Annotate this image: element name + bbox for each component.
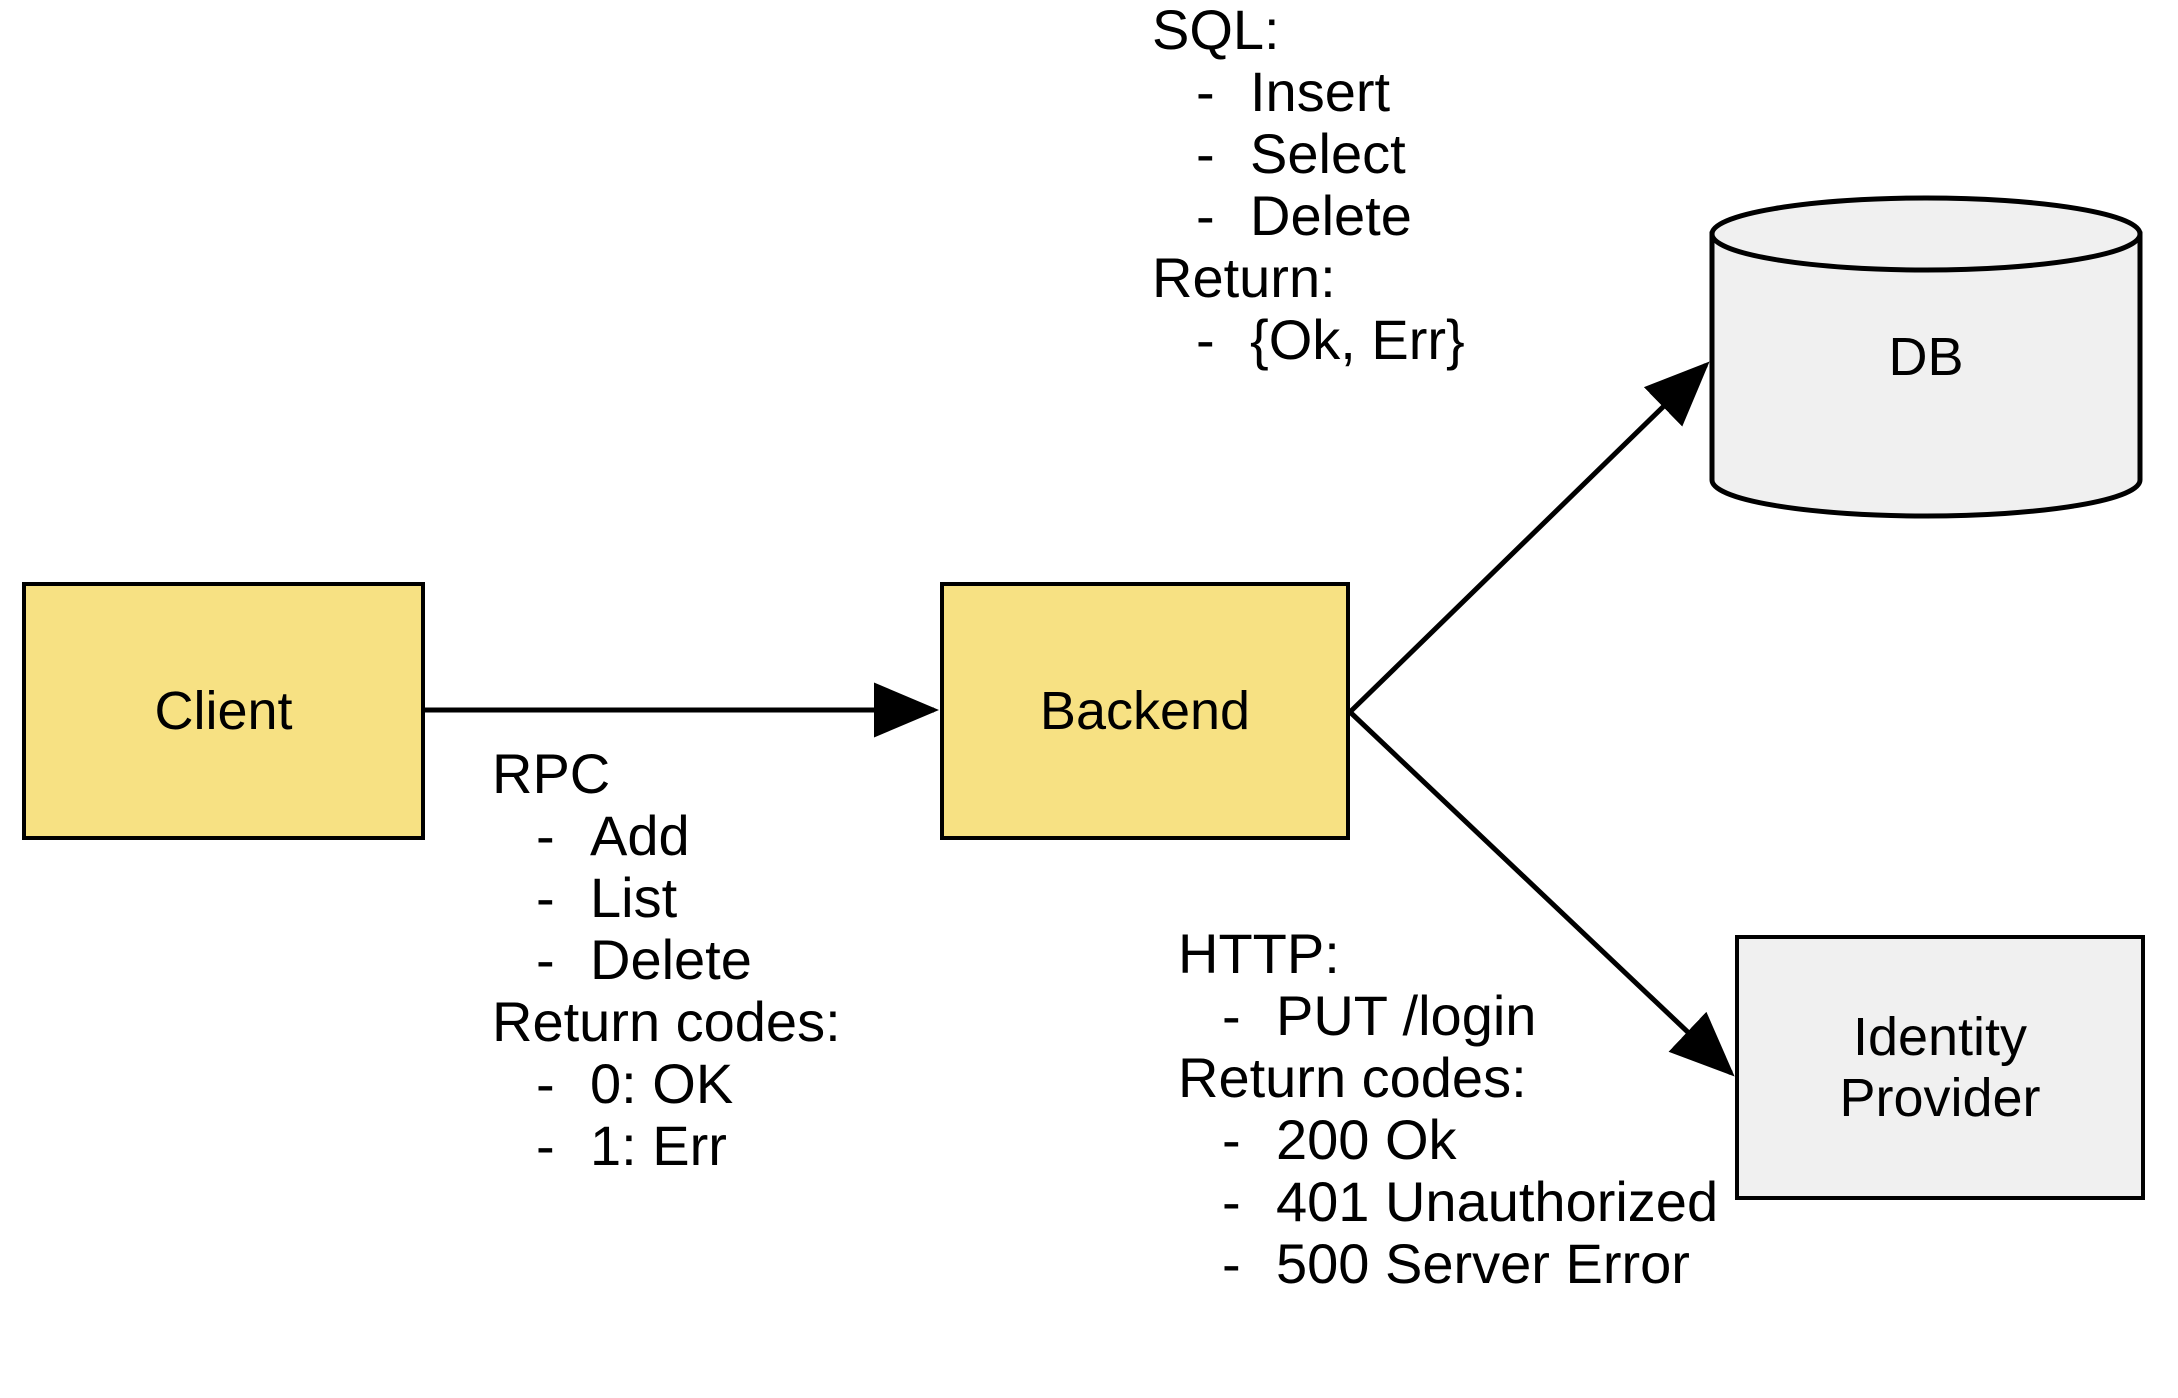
sql-annotation-header: SQL: [1152, 0, 1280, 61]
node-client[interactable]: Client [22, 582, 425, 840]
rpc-method-add: Add [590, 804, 690, 867]
rpc-method-row: -List [492, 870, 841, 926]
bullet-dash-icon: - [536, 928, 555, 991]
bullet-dash-icon: - [536, 1114, 555, 1177]
rpc-return-ok: 0: OK [590, 1052, 734, 1115]
sql-return-row: -{Ok, Err} [1152, 312, 1465, 368]
bullet-dash-icon: - [536, 866, 555, 929]
sql-method-insert: Insert [1250, 60, 1391, 123]
bullet-dash-icon: - [1196, 122, 1215, 185]
bullet-dash-icon: - [1196, 184, 1215, 247]
http-return-401: 401 Unauthorized [1276, 1170, 1719, 1233]
http-returns-header: Return codes: [1178, 1046, 1527, 1109]
arrow-backend-to-db [1348, 361, 1710, 714]
sql-method-row: -Delete [1152, 188, 1465, 244]
sql-return-ok-err: {Ok, Err} [1250, 308, 1465, 371]
node-db-label: DB [1888, 327, 1964, 387]
bullet-dash-icon: - [1196, 308, 1215, 371]
http-return-500: 500 Server Error [1276, 1232, 1690, 1295]
rpc-return-row: -0: OK [492, 1056, 841, 1112]
bullet-dash-icon: - [1222, 1170, 1241, 1233]
rpc-method-list: List [590, 866, 678, 929]
rpc-annotation-block: RPC -Add -List -Delete Return codes: -0:… [492, 746, 841, 1180]
database-cylinder-icon [1709, 195, 2143, 519]
rpc-method-row: -Delete [492, 932, 841, 988]
node-db[interactable]: DB [1706, 194, 2146, 520]
sql-returns-header: Return: [1152, 246, 1336, 309]
bullet-dash-icon: - [536, 804, 555, 867]
sql-method-row: -Insert [1152, 64, 1465, 120]
bullet-dash-icon: - [1222, 1108, 1241, 1171]
node-identity-provider-label: Identity Provider [1839, 1007, 2041, 1128]
rpc-return-row: -1: Err [492, 1118, 841, 1174]
node-backend[interactable]: Backend [940, 582, 1350, 840]
bullet-dash-icon: - [1196, 60, 1215, 123]
http-return-row: -500 Server Error [1178, 1236, 1718, 1292]
http-return-row: -401 Unauthorized [1178, 1174, 1718, 1230]
rpc-method-row: -Add [492, 808, 841, 864]
rpc-method-delete: Delete [590, 928, 752, 991]
bullet-dash-icon: - [536, 1052, 555, 1115]
http-method-row: -PUT /login [1178, 988, 1718, 1044]
rpc-returns-header: Return codes: [492, 990, 841, 1053]
sql-annotation-block: SQL: -Insert -Select -Delete Return: -{O… [1152, 2, 1465, 374]
rpc-return-err: 1: Err [590, 1114, 727, 1177]
sql-method-row: -Select [1152, 126, 1465, 182]
bullet-dash-icon: - [1222, 1232, 1241, 1295]
node-backend-label: Backend [1039, 680, 1251, 741]
sql-method-delete: Delete [1250, 184, 1412, 247]
sql-method-select: Select [1250, 122, 1406, 185]
node-client-label: Client [154, 680, 293, 741]
node-identity-provider[interactable]: Identity Provider [1735, 935, 2145, 1200]
bullet-dash-icon: - [1222, 984, 1241, 1047]
http-return-200: 200 Ok [1276, 1108, 1457, 1171]
http-annotation-block: HTTP: -PUT /login Return codes: -200 Ok … [1178, 926, 1718, 1298]
http-annotation-header: HTTP: [1178, 922, 1340, 985]
http-return-row: -200 Ok [1178, 1112, 1718, 1168]
rpc-annotation-header: RPC [492, 742, 611, 805]
http-method-put-login: PUT /login [1276, 984, 1537, 1047]
